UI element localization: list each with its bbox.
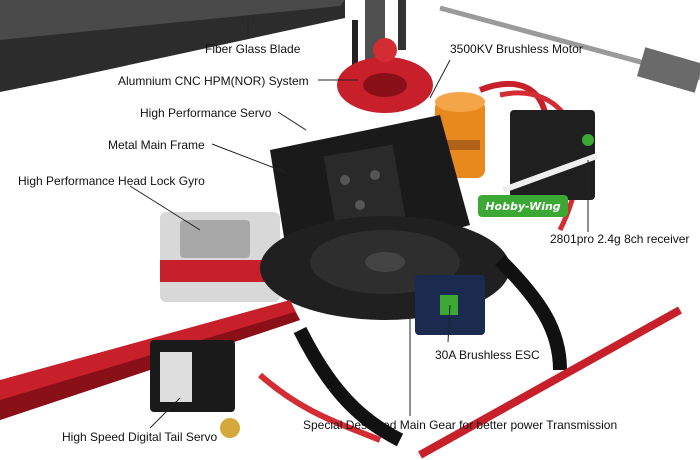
leader-motor — [429, 59, 451, 99]
callout-fiber-glass-blade: Fiber Glass Blade — [205, 42, 301, 56]
landing-skid-rail — [418, 306, 682, 459]
hpm-swashplate-inner — [363, 73, 407, 97]
main-gear-hub — [365, 252, 405, 272]
esc-green-label — [440, 295, 458, 315]
frame-hole-1 — [340, 175, 350, 185]
callout-main-gear: Special Designed Main Gear for better po… — [303, 418, 618, 432]
tail-servo-label — [160, 352, 192, 402]
frame-hole-3 — [355, 200, 365, 210]
callout-brushless-esc: 30A Brushless ESC — [435, 348, 540, 362]
callout-tail-servo: High Speed Digital Tail Servo — [62, 430, 218, 444]
head-link-left — [352, 20, 358, 80]
callout-metal-main-frame: Metal Main Frame — [108, 138, 205, 152]
leader-esc — [447, 304, 451, 343]
callout-receiver: 2801pro 2.4g 8ch receiver — [550, 232, 690, 246]
leader-servo — [277, 111, 307, 131]
landing-skid-strut-left — [293, 326, 404, 447]
receiver-box — [510, 110, 595, 200]
receiver-green-dot — [582, 134, 594, 146]
wire-white — [501, 153, 599, 193]
motor-top — [435, 92, 485, 112]
leader-frame — [211, 143, 286, 173]
motor-stripe — [440, 140, 480, 150]
hobbywing-badge — [478, 195, 568, 217]
callout-hpm-system: Alumnium CNC HPM(NOR) System — [118, 74, 309, 88]
hobbywing-badge-text: Hobby-Wing — [485, 200, 560, 213]
landing-skid-strut-right — [495, 255, 567, 371]
gyro-red-band — [160, 260, 280, 282]
callout-high-performance-servo: High Performance Servo — [140, 106, 272, 120]
gold-connector — [220, 418, 240, 438]
main-blade-highlight — [0, 0, 345, 40]
leader-lines — [129, 18, 589, 429]
head-link-right — [398, 0, 406, 50]
callout-head-lock-gyro: High Performance Head Lock Gyro — [18, 174, 205, 188]
frame-hole-2 — [370, 170, 380, 180]
leader-tail-servo — [149, 397, 181, 429]
callout-brushless-motor: 3500KV Brushless Motor — [450, 42, 583, 56]
frame-plate — [323, 144, 407, 236]
flybar-paddle — [637, 47, 700, 93]
gyro-fan — [180, 220, 250, 258]
leader-gyro — [129, 185, 201, 231]
wire-red-3 — [258, 372, 382, 443]
head-red-ball — [373, 38, 397, 62]
